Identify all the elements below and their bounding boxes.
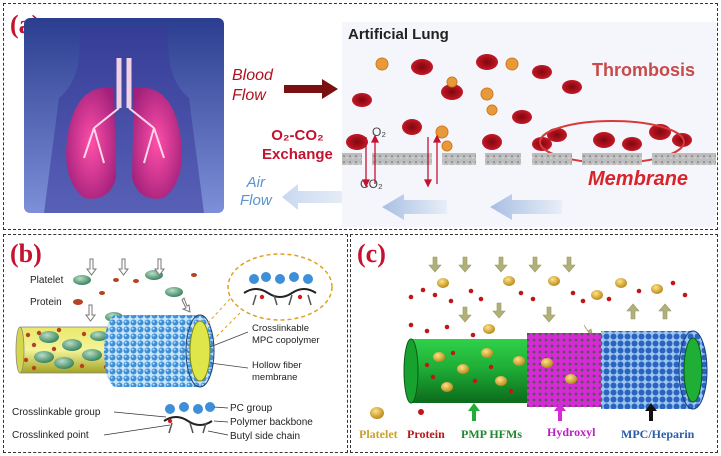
membrane-strip	[342, 153, 716, 165]
legend-platelet: Platelet	[30, 275, 64, 286]
hydroxyl-section	[527, 333, 603, 407]
label-crosslinked-point: Crosslinked point	[12, 430, 89, 441]
zoom-circle	[227, 253, 333, 321]
bottom-molecule	[103, 402, 229, 436]
floating-platelets	[437, 276, 663, 334]
label-crosslinkable-group: Crosslinkable group	[12, 407, 101, 418]
panel-c-tag: (c)	[357, 239, 386, 268]
legend-protein-c: Protein	[407, 427, 445, 441]
legend-protein: Protein	[30, 297, 62, 308]
label-butyl-side-chain: Butyl side chain	[230, 431, 301, 442]
o2-label: O₂	[372, 125, 386, 139]
artificial-lung-scene: Artificial Lung Thrombosis Membrane O₂ C…	[342, 22, 716, 227]
tube-lumen	[189, 320, 211, 382]
legend-pmp: PMP HFMs	[461, 427, 522, 441]
lung-illustration	[24, 18, 224, 213]
panel-b-tag: (b)	[10, 239, 42, 268]
pmp-section	[411, 339, 531, 403]
panel-c-graphics	[370, 256, 708, 421]
zoom-molecules	[243, 272, 317, 306]
right-lung	[132, 87, 182, 199]
legend-mpc: MPC/Heparin	[621, 427, 695, 441]
floating-proteins	[408, 280, 688, 338]
artificial-lung-title: Artificial Lung	[348, 26, 449, 43]
panel-b-graphics	[15, 253, 333, 436]
label-polymer-backbone: Polymer backbone	[230, 417, 313, 428]
air-arrow-right	[490, 194, 562, 220]
air-arrow-mid	[382, 194, 447, 220]
red-blood-cells	[346, 54, 692, 151]
membrane-label: Membrane	[588, 168, 689, 190]
blood-flow-arrow	[284, 79, 338, 99]
thrombosis-label: Thrombosis	[592, 60, 696, 80]
mpc-section	[601, 331, 693, 409]
label-pc-group: PC group	[230, 403, 273, 414]
left-lung	[66, 87, 116, 199]
platelets	[375, 57, 519, 152]
gas-exchange-arrows	[361, 134, 442, 188]
legend-hydroxyl: Hydroxyl	[547, 425, 596, 439]
air-flow-arrow-left	[282, 184, 344, 210]
legend-platelet-c: Platelet	[359, 427, 398, 441]
artificial-lung-graphics	[342, 54, 716, 220]
panel-c: (c)	[350, 234, 718, 453]
tube-lumen-green	[683, 337, 703, 403]
